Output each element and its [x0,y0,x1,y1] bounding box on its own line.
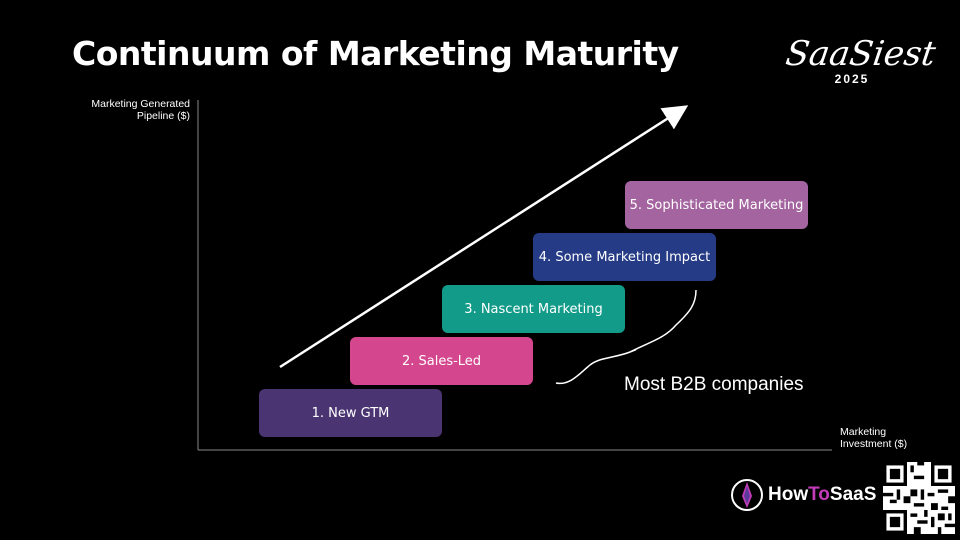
brace-annotation: Most B2B companies [624,374,804,395]
qr-code-pattern [883,462,955,534]
step-nascent-marketing: 3. Nascent Marketing [442,285,625,333]
slide-title: Continuum of Marketing Maturity [72,34,679,73]
step-new-gtm: 1. New GTM [259,389,442,437]
rocket-icon [731,479,763,511]
step-sales-led: 2. Sales-Led [350,337,533,385]
step-some-marketing-impact: 4. Some Marketing Impact [533,233,716,281]
howtosaas-logo: HowToSaaS [730,476,876,514]
growth-arrow [279,105,689,369]
qr-code [883,462,955,534]
y-axis-label: Marketing Generated Pipeline ($) [91,98,190,122]
step-sophisticated-marketing: 5. Sophisticated Marketing [625,181,808,229]
saasiest-logo: SaaSiest 2025 [783,34,938,86]
logo-year: 2025 [834,72,870,86]
brand-wordmark: HowToSaaS [768,484,876,506]
x-axis-label: Marketing Investment ($) [840,426,908,450]
brand-accent: To [808,484,830,505]
curly-brace [555,289,697,385]
brand-prefix: How [768,484,809,505]
brand-suffix: SaaS [829,484,877,505]
